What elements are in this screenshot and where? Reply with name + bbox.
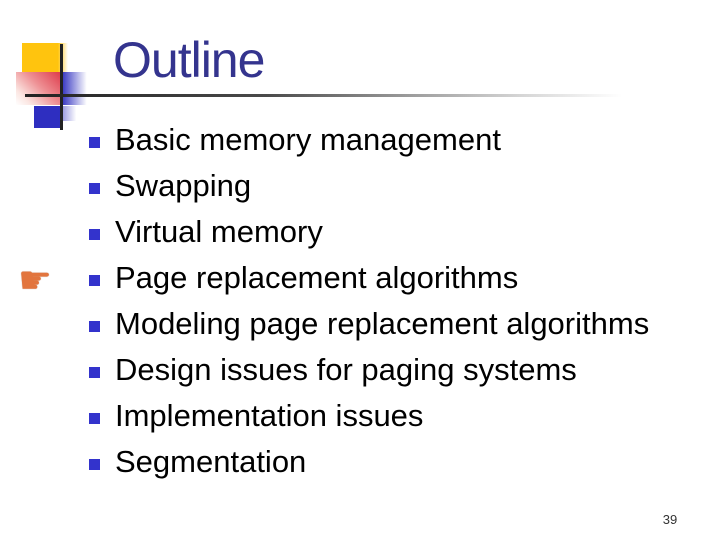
bullet-square-icon	[89, 183, 100, 194]
bullet-square-icon	[89, 413, 100, 424]
bullet-item-label: Swapping	[115, 168, 252, 203]
bullet-item: Modeling page replacement algorithms	[89, 301, 689, 347]
bullet-square-icon	[89, 459, 100, 470]
bullet-item: Segmentation	[89, 439, 689, 485]
bullet-item-label: Modeling page replacement algorithms	[115, 306, 650, 341]
bullet-square-icon	[89, 321, 100, 332]
decoration-blue-solid-square	[34, 106, 62, 128]
bullet-item-label: Design issues for paging systems	[115, 352, 577, 387]
bullet-item-label: Implementation issues	[115, 398, 424, 433]
bullet-square-icon	[89, 229, 100, 240]
slide-title: Outline	[113, 32, 265, 88]
bullet-item: Implementation issues	[89, 393, 689, 439]
bullet-item: Virtual memory	[89, 209, 689, 255]
bullet-item-label: Segmentation	[115, 444, 307, 479]
decoration-red-gradient-square	[16, 72, 61, 105]
pointing-hand-icon: ☛	[17, 258, 53, 302]
bullet-item: Basic memory management	[89, 117, 689, 163]
page-number: 39	[662, 512, 678, 527]
bullet-item-label: Basic memory management	[115, 122, 501, 157]
decoration-vertical-line	[60, 44, 63, 130]
decoration-blue-gradient-stub	[63, 106, 77, 121]
bullet-item: Swapping	[89, 163, 689, 209]
bullet-item: Page replacement algorithms	[89, 255, 689, 301]
bullet-square-icon	[89, 137, 100, 148]
bullet-item: Design issues for paging systems	[89, 347, 689, 393]
bullet-item-label: Page replacement algorithms	[115, 260, 519, 295]
bullet-list: Basic memory management Swapping Virtual…	[89, 117, 689, 485]
decoration-blue-gradient-square	[63, 72, 88, 105]
title-divider-line	[25, 94, 660, 97]
bullet-square-icon	[89, 367, 100, 378]
bullet-item-label: Virtual memory	[115, 214, 323, 249]
bullet-square-icon	[89, 275, 100, 286]
